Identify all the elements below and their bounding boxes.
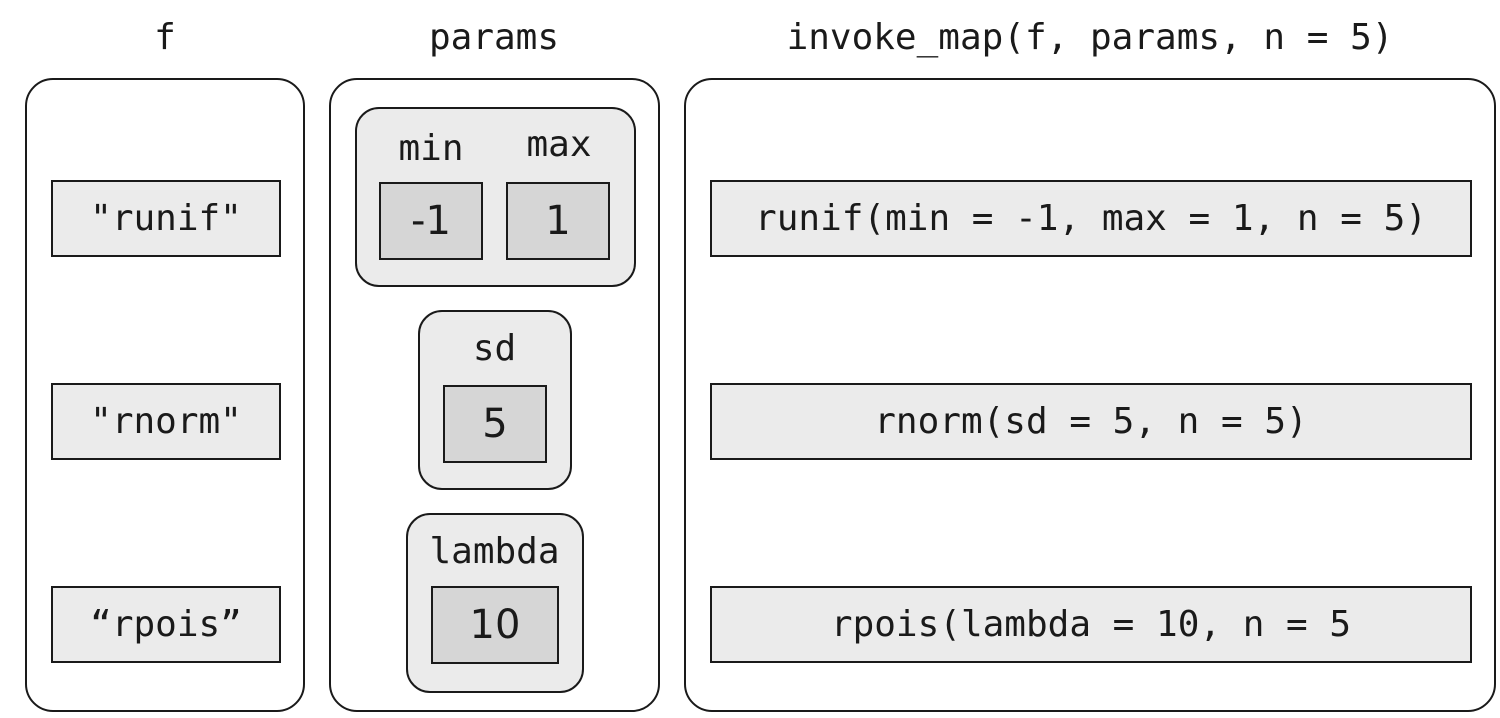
param-name-max: max [526, 124, 592, 165]
params-column-heading: params [428, 17, 560, 58]
f-item-runif: "runif" [51, 180, 281, 257]
param-name-min: min [398, 128, 464, 169]
params-group-runif: min max -1 1 [355, 107, 636, 287]
f-item-rpois: “rpois” [51, 586, 281, 663]
params-group-rpois: lambda 10 [406, 513, 584, 693]
call-runif: runif(min = -1, max = 1, n = 5) [710, 180, 1472, 257]
params-group-rnorm: sd 5 [418, 310, 572, 490]
param-value-sd: 5 [443, 385, 547, 463]
result-panel: runif(min = -1, max = 1, n = 5) rnorm(sd… [684, 78, 1496, 712]
param-name-sd: sd [472, 328, 517, 369]
result-column-heading: invoke_map(f, params, n = 5) [786, 17, 1394, 58]
param-value-max: 1 [506, 182, 610, 260]
call-rpois: rpois(lambda = 10, n = 5 [710, 586, 1472, 663]
f-item-rnorm: "rnorm" [51, 383, 281, 460]
param-value-min: -1 [379, 182, 483, 260]
f-panel: "runif" "rnorm" “rpois” [25, 78, 305, 712]
param-name-lambda: lambda [429, 531, 560, 572]
param-value-lambda: 10 [431, 586, 559, 664]
call-rnorm: rnorm(sd = 5, n = 5) [710, 383, 1472, 460]
params-panel: min max -1 1 sd 5 lambda 10 [329, 78, 660, 712]
f-column-heading: f [154, 17, 176, 58]
